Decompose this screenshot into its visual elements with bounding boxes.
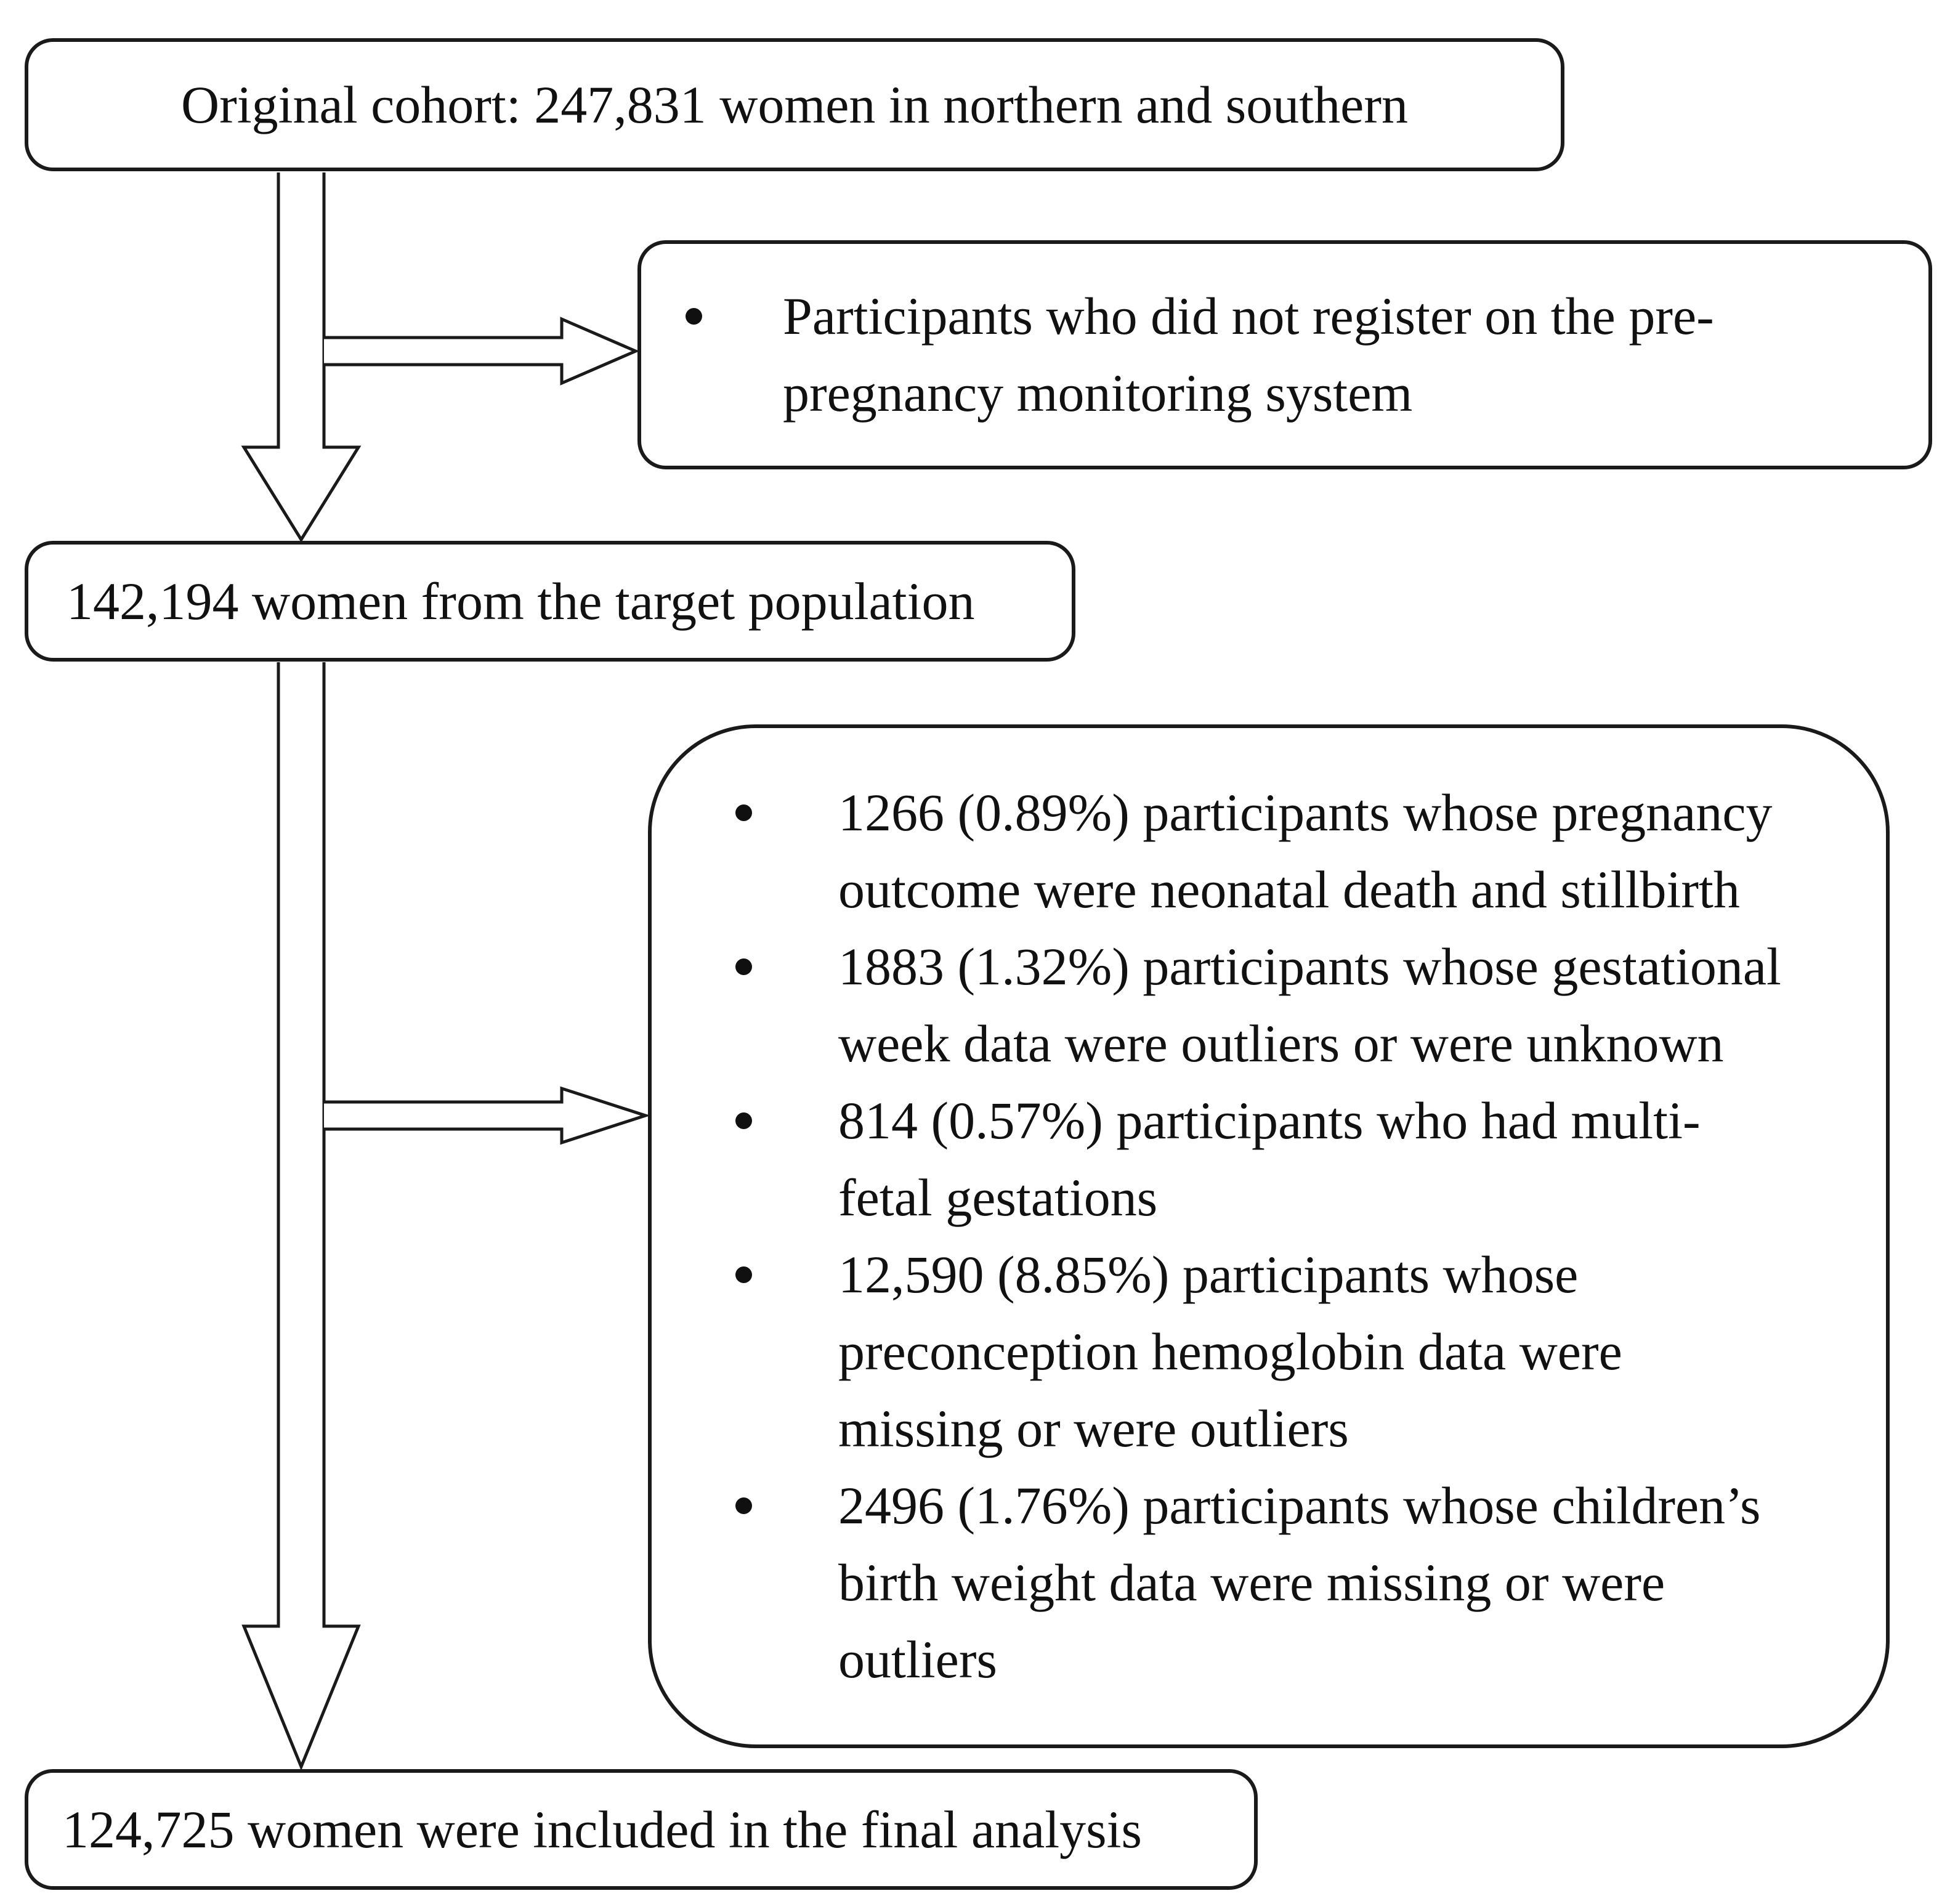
box-original-cohort: Original cohort: 247,831 women in northe… [25, 38, 1564, 171]
bullet-icon [735, 804, 752, 821]
box-final-analysis: 124,725 women were included in the final… [25, 1769, 1258, 1890]
target-population-text: 142,194 women from the target population [67, 571, 975, 631]
arrow-right-icon [324, 317, 640, 386]
bullet-icon [686, 308, 702, 325]
bullet-icon [735, 1112, 752, 1129]
final-analysis-text: 124,725 women were included in the final… [62, 1799, 1143, 1859]
exclusion-reason-text: 1266 (0.89%) participants whose pregnanc… [838, 783, 1773, 919]
original-cohort-text: Original cohort: 247,831 women in northe… [181, 75, 1408, 134]
arrow-down-icon [241, 662, 361, 1771]
arrow-right-icon [324, 1086, 651, 1145]
exclusion-reason-text: 12,590 (8.85%) participants whose precon… [838, 1245, 1622, 1458]
list-item: 2496 (1.76%) participants whose children… [735, 1467, 1843, 1698]
exclusion-reason-text: 2496 (1.76%) participants whose children… [838, 1476, 1761, 1689]
box-target-population: 142,194 women from the target population [25, 541, 1075, 662]
list-item: 1266 (0.89%) participants whose pregnanc… [735, 774, 1843, 928]
list-item: 814 (0.57%) participants who had multi- … [735, 1082, 1843, 1236]
exclusion-reason-text: 1883 (1.32%) participants whose gestatio… [838, 937, 1781, 1073]
excluded-pre-registration-text: Participants who did not register on the… [783, 286, 1714, 423]
bullet-icon [735, 958, 752, 975]
box-exclusion-reasons: 1266 (0.89%) participants whose pregnanc… [648, 724, 1890, 1748]
list-item: 1883 (1.32%) participants whose gestatio… [735, 928, 1843, 1082]
bullet-icon [735, 1266, 752, 1283]
list-item: 12,590 (8.85%) participants whose precon… [735, 1236, 1843, 1467]
list-item: Participants who did not register on the… [686, 278, 1714, 432]
arrow-down-icon [241, 172, 362, 543]
bullet-icon [735, 1497, 752, 1514]
exclusion-reason-text: 814 (0.57%) participants who had multi- … [838, 1091, 1701, 1227]
box-excluded-pre-registration: Participants who did not register on the… [637, 240, 1932, 469]
